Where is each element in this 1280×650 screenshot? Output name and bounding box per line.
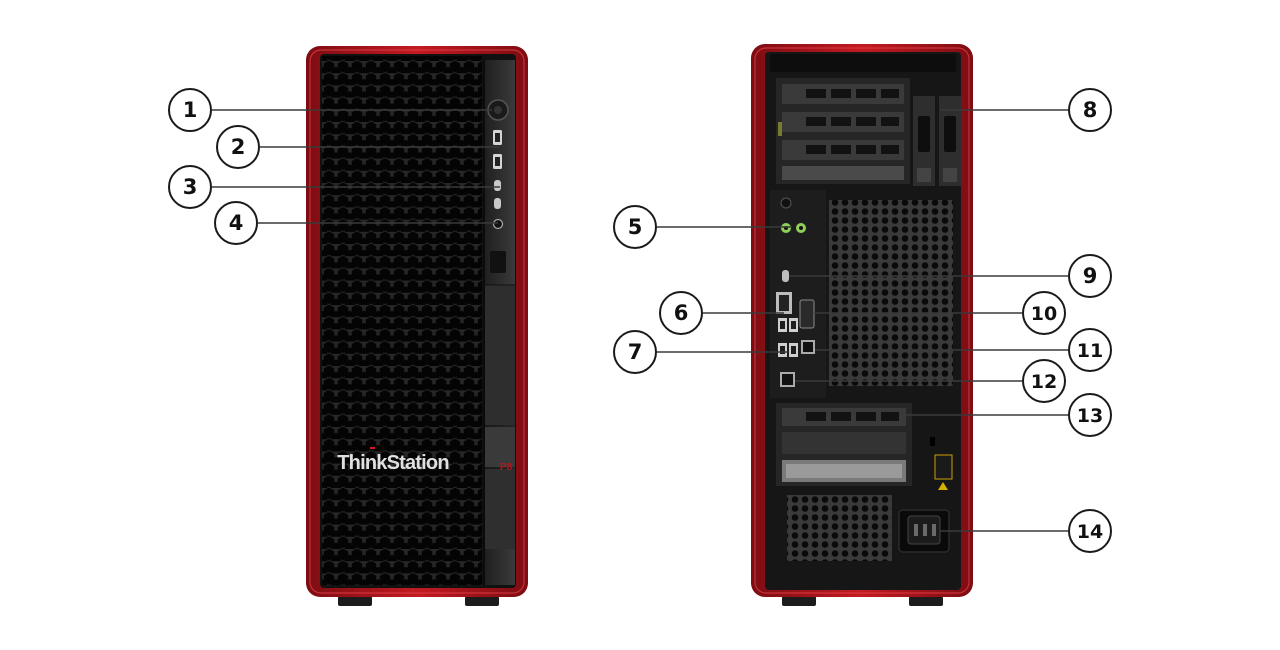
callout-12-label: 12 xyxy=(1031,371,1057,393)
callout-1-label: 1 xyxy=(183,98,198,122)
callout-8-circle xyxy=(1068,88,1112,132)
rear-displayport-connectors[interactable] xyxy=(776,292,792,314)
gpu-power-connectors[interactable] xyxy=(913,96,961,186)
callout-13-label: 13 xyxy=(1077,405,1103,427)
front-honeycomb-grille xyxy=(322,56,482,586)
warning-label xyxy=(934,454,953,480)
rear-ethernet-port-2[interactable] xyxy=(780,372,795,387)
power-cord-connector[interactable] xyxy=(898,509,950,553)
front-usb-c-port-1[interactable] xyxy=(494,180,501,191)
callout-2-circle xyxy=(216,125,260,169)
front-foot-left xyxy=(338,596,372,606)
rear-ethernet-port-1[interactable] xyxy=(801,340,815,354)
callout-6-label: 6 xyxy=(674,301,689,325)
callout-4-circle xyxy=(214,201,258,245)
callout-9-circle xyxy=(1068,254,1112,298)
callout-11-label: 11 xyxy=(1077,340,1103,362)
front-access-latch xyxy=(490,251,506,273)
callout-9-label: 9 xyxy=(1083,264,1098,288)
rear-view xyxy=(751,44,973,606)
callout-10-circle xyxy=(1022,291,1066,335)
callout-7-label: 7 xyxy=(628,340,643,364)
callout-3-label: 3 xyxy=(183,175,198,199)
front-view: P8 ThinkStation xyxy=(306,46,528,606)
front-callouts: 1 2 3 4 xyxy=(168,88,500,245)
rear-foot-right xyxy=(909,596,943,606)
rear-usb-a-ports[interactable] xyxy=(778,318,798,357)
callout-2-label: 2 xyxy=(231,135,246,159)
callout-11-circle xyxy=(1068,328,1112,372)
callout-4-label: 4 xyxy=(229,211,244,235)
security-lock-slot[interactable] xyxy=(930,437,935,446)
callout-7-circle xyxy=(613,330,657,374)
rear-serial-connector[interactable] xyxy=(799,299,815,329)
rear-callouts: 5 6 7 8 9 10 11 12 13 14 xyxy=(613,88,1112,553)
callout-6-circle xyxy=(659,291,703,335)
lower-pcie-brackets xyxy=(782,408,906,482)
lower-fan-grille xyxy=(787,495,892,561)
callout-14-label: 14 xyxy=(1077,521,1103,543)
callout-13-circle xyxy=(1068,393,1112,437)
rear-fan-grille xyxy=(829,200,953,386)
front-foot-right xyxy=(465,596,499,606)
rear-audio-jacks[interactable] xyxy=(780,197,807,234)
front-audio-jack[interactable] xyxy=(492,218,504,230)
callout-10-label: 10 xyxy=(1031,303,1057,325)
rear-foot-left xyxy=(782,596,816,606)
callout-5-label: 5 xyxy=(628,215,643,239)
callout-14-circle xyxy=(1068,509,1112,553)
upper-pcie-brackets xyxy=(778,84,904,180)
model-mark: P8 xyxy=(500,462,513,473)
callout-1-circle xyxy=(168,88,212,132)
rear-usb-c-port[interactable] xyxy=(782,270,789,282)
front-usb-c-port-2[interactable] xyxy=(494,198,501,209)
callout-3-circle xyxy=(168,165,212,209)
thinkstation-logo: ThinkStation xyxy=(337,452,449,474)
callout-8-label: 8 xyxy=(1083,98,1098,122)
logo-accent-dot xyxy=(370,447,375,449)
callout-12-circle xyxy=(1022,359,1066,403)
callout-5-circle xyxy=(613,205,657,249)
